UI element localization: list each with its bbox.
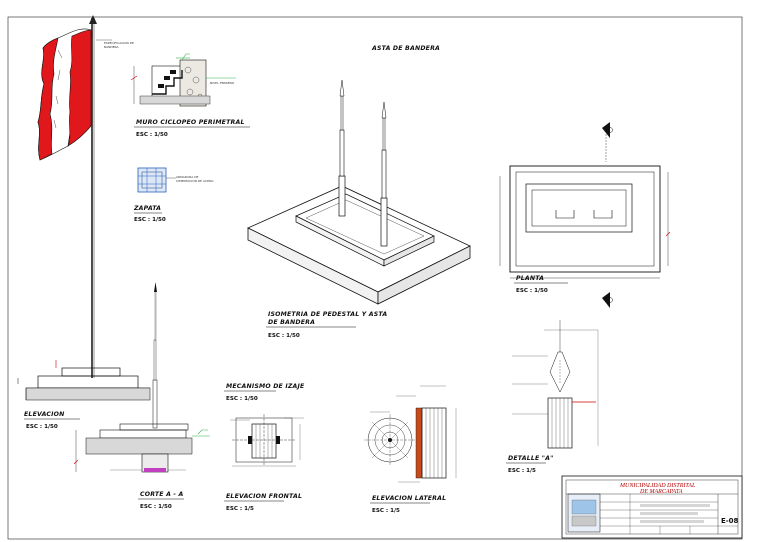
- muro-title: MURO CICLOPEO PERIMETRAL: [136, 119, 245, 126]
- svg-text:CIMENTACION DE ACERO: CIMENTACION DE ACERO: [176, 179, 214, 183]
- sheet-code: E-08: [721, 517, 739, 525]
- sheet-border: [7, 16, 743, 540]
- isometria-title-line2: DE BANDERA: [268, 319, 315, 326]
- svg-text:NIVEL TERRENO: NIVEL TERRENO: [210, 81, 235, 85]
- planta-scale: ESC : 1/50: [516, 288, 548, 294]
- svg-text:ESPECIFICACION DE: ESPECIFICACION DE: [104, 41, 134, 45]
- frontal-scale: ESC : 1/5: [226, 506, 254, 512]
- mecanismo-scale: ESC : 1/50: [226, 396, 258, 402]
- svg-text:ARMADURA DE: ARMADURA DE: [176, 175, 199, 179]
- flag-icon: [37, 28, 92, 161]
- muro-scale: ESC : 1/50: [136, 132, 168, 138]
- svg-text:BANDERA: BANDERA: [104, 45, 120, 49]
- planta-title: PLANTA: [516, 275, 544, 282]
- zapata-drawing: ARMADURA DE CIMENTACION DE ACERO: [137, 167, 214, 193]
- detalle-scale: ESC : 1/5: [508, 468, 536, 474]
- frontal-title: ELEVACION FRONTAL: [226, 493, 302, 500]
- flag-pole-drawing: ESPECIFICACION DE BANDERA: [17, 15, 151, 401]
- mecanismo-title: MECANISMO DE IZAJE: [226, 383, 305, 390]
- detalle-a-drawing: [512, 320, 599, 449]
- lateral-scale: ESC : 1/5: [372, 508, 400, 514]
- muro-ciclopeo-drawing: NIVEL TERRENO: [130, 53, 236, 107]
- title-block-municipality: MUNICIPALIDAD DISTRITAL: [619, 483, 696, 489]
- elevacion-title: ELEVACION: [24, 411, 65, 418]
- detalle-title: DETALLE "A": [508, 455, 554, 462]
- sheet-title: ASTA DE BANDERA: [371, 45, 440, 52]
- isometria-title-line1: ISOMETRIA DE PEDESTAL Y ASTA: [268, 311, 387, 318]
- elevacion-lateral-drawing: [364, 385, 457, 483]
- title-block-district: DE MARCAPATA: [639, 489, 683, 495]
- lateral-title: ELEVACION LATERAL: [372, 495, 446, 502]
- elevacion-scale: ESC : 1/50: [26, 424, 58, 430]
- isometria-drawing: [247, 79, 471, 305]
- elevacion-frontal-drawing: [230, 414, 304, 467]
- planta-drawing: [499, 122, 671, 308]
- zapata-scale: ESC : 1/50: [134, 217, 166, 223]
- corte-drawing: [73, 282, 210, 473]
- isometria-scale: ESC : 1/50: [268, 333, 300, 339]
- corte-scale: ESC : 1/50: [140, 504, 172, 510]
- corte-title: CORTE A - A: [140, 491, 184, 498]
- zapata-title: ZAPATA: [133, 205, 161, 212]
- title-block: [561, 475, 743, 539]
